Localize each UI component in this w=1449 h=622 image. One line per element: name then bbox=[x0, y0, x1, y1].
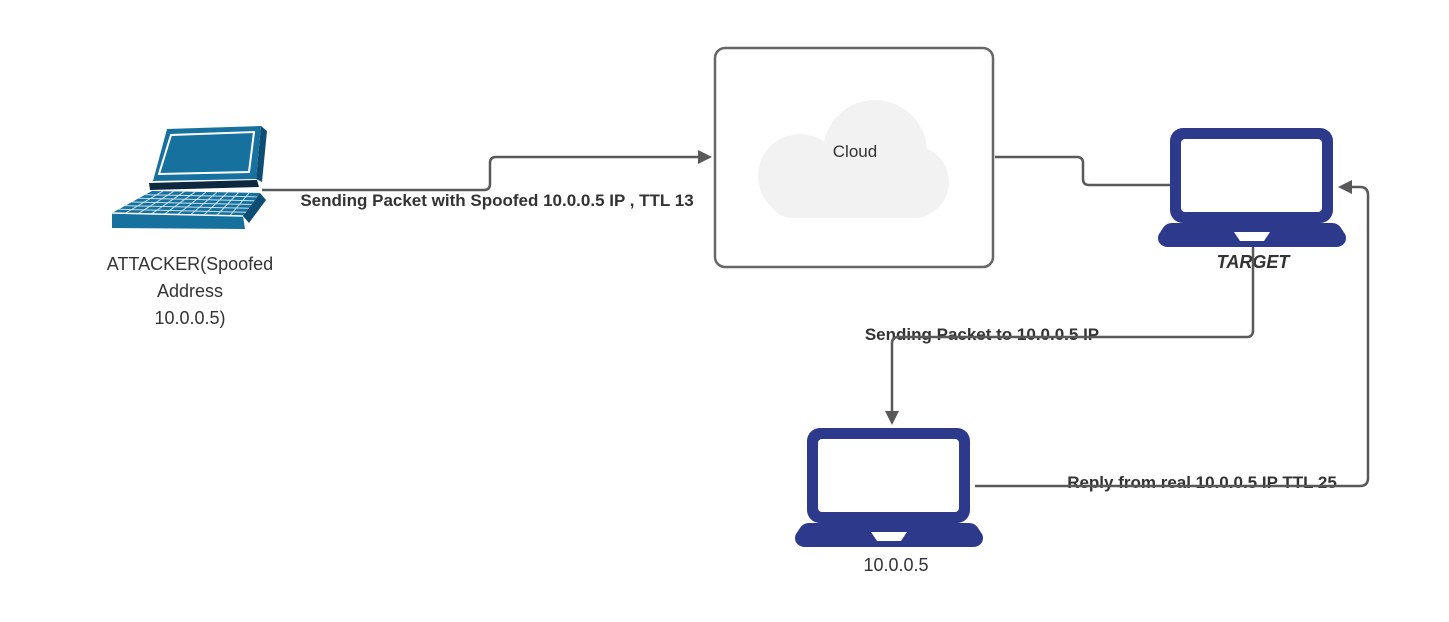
edge-cloud-to-target bbox=[995, 155, 1172, 187]
edge-label-spoofed-packet: Sending Packet with Spoofed 10.0.0.5 IP … bbox=[300, 191, 694, 210]
laptop-screen-frame bbox=[153, 126, 261, 181]
laptop-deck-side bbox=[243, 193, 266, 223]
attacker-laptop-icon bbox=[111, 126, 267, 229]
edge-label-reply: Reply from real 10.0.0.5 IP TTL 25 bbox=[1067, 473, 1337, 492]
arrow-right-icon bbox=[698, 150, 712, 164]
edge-attacker-to-cloud bbox=[262, 150, 712, 192]
edge-label-send-to-real: Sending Packet to 10.0.0.5 IP bbox=[864, 325, 1100, 344]
edge-line bbox=[995, 155, 1172, 187]
laptop-keyboard bbox=[112, 191, 260, 216]
laptop-front-face bbox=[112, 213, 245, 229]
attacker-label-line-1: ATTACKER(Spoofed bbox=[106, 254, 274, 274]
laptop-hinge bbox=[149, 180, 259, 190]
cloud-node-label: Cloud bbox=[832, 142, 878, 161]
laptop-screen-side bbox=[256, 126, 267, 182]
laptop-keyboard-grid bbox=[118, 190, 258, 217]
host-laptop-icon bbox=[795, 428, 983, 547]
attacker-label-line-3: 10.0.0.5) bbox=[154, 308, 226, 328]
arrow-down-icon bbox=[885, 411, 899, 425]
attacker-node-label: ATTACKER(Spoofed Address 10.0.0.5) bbox=[40, 251, 340, 332]
host-node-label: 10.0.0.5 bbox=[863, 555, 929, 575]
attacker-label-line-2: Address bbox=[156, 281, 224, 301]
target-laptop-icon bbox=[1158, 128, 1346, 247]
laptop-front-edge-highlight bbox=[111, 212, 244, 217]
laptop-screen-border bbox=[157, 130, 256, 176]
arrow-left-icon bbox=[1338, 180, 1352, 194]
target-node-label: TARGET bbox=[1216, 252, 1290, 272]
edge-line bbox=[262, 155, 699, 192]
